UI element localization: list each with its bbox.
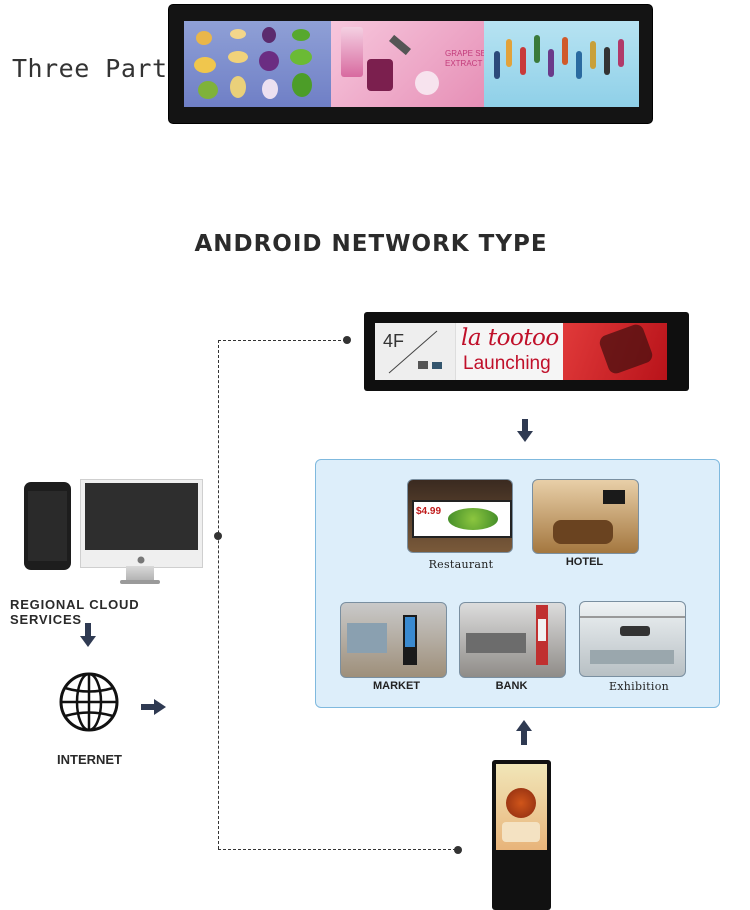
monitor-stand [126,566,154,584]
segment-vegetables [184,21,331,107]
restaurant-price: $4.99 [416,506,442,517]
brand-name: la tootoo [461,325,559,351]
shirt-icon [418,361,428,369]
arrow-up-icon [516,720,532,745]
diagram-title: ANDROID NETWORK TYPE [194,231,548,257]
smartphone-image [24,482,71,570]
monitor-stand-base [120,580,160,584]
hotel-image [532,479,639,554]
brand-subtitle: Launching [463,353,551,374]
floor-standing-kiosk-image [492,760,551,910]
connector-dot-bottom [454,846,462,854]
venue-label-hotel: HOTEL [565,556,604,568]
bank-image [459,602,566,678]
arrow-right-icon [141,699,166,715]
stretched-bar-display-screen: GRAPE SE EXTRACT [184,21,639,107]
internet-label: INTERNET [57,752,122,767]
venue-label-restaurant: Restaurant [428,558,494,571]
connector-top-horizontal [218,340,346,341]
desktop-monitor-image [80,479,203,568]
display-divider-line [388,330,442,374]
market-image [340,602,447,678]
arrow-down-icon [517,419,533,442]
venue-label-exhibition: Exhibition [608,680,670,693]
bag-icon [432,362,442,369]
display-ad-image [563,323,667,380]
connector-bottom-horizontal [218,849,456,850]
regional-cloud-services-label: REGIONAL CLOUD SERVICES [10,597,140,627]
floor-label: 4F [383,331,405,351]
exhibition-image [579,601,686,677]
three-parts-label: Three Parts [12,54,184,83]
arrow-down-icon [80,623,96,647]
apple-logo-icon [137,556,145,564]
cosmetic-subheadline: EXTRACT [445,59,483,68]
globe-icon [59,672,119,732]
connector-dot-top [343,336,351,344]
venue-label-bank: BANK [495,680,528,692]
restaurant-image: $4.99 [407,479,513,553]
cosmetic-headline: GRAPE SE [445,49,484,58]
stretched-display-screen: 4F la tootoo Launching [375,323,667,380]
segment-dancers [484,21,639,107]
connector-vertical [218,340,219,849]
connector-dot-middle [214,532,222,540]
venue-label-market: MARKET [372,680,421,692]
segment-cosmetics: GRAPE SE EXTRACT [331,21,484,107]
